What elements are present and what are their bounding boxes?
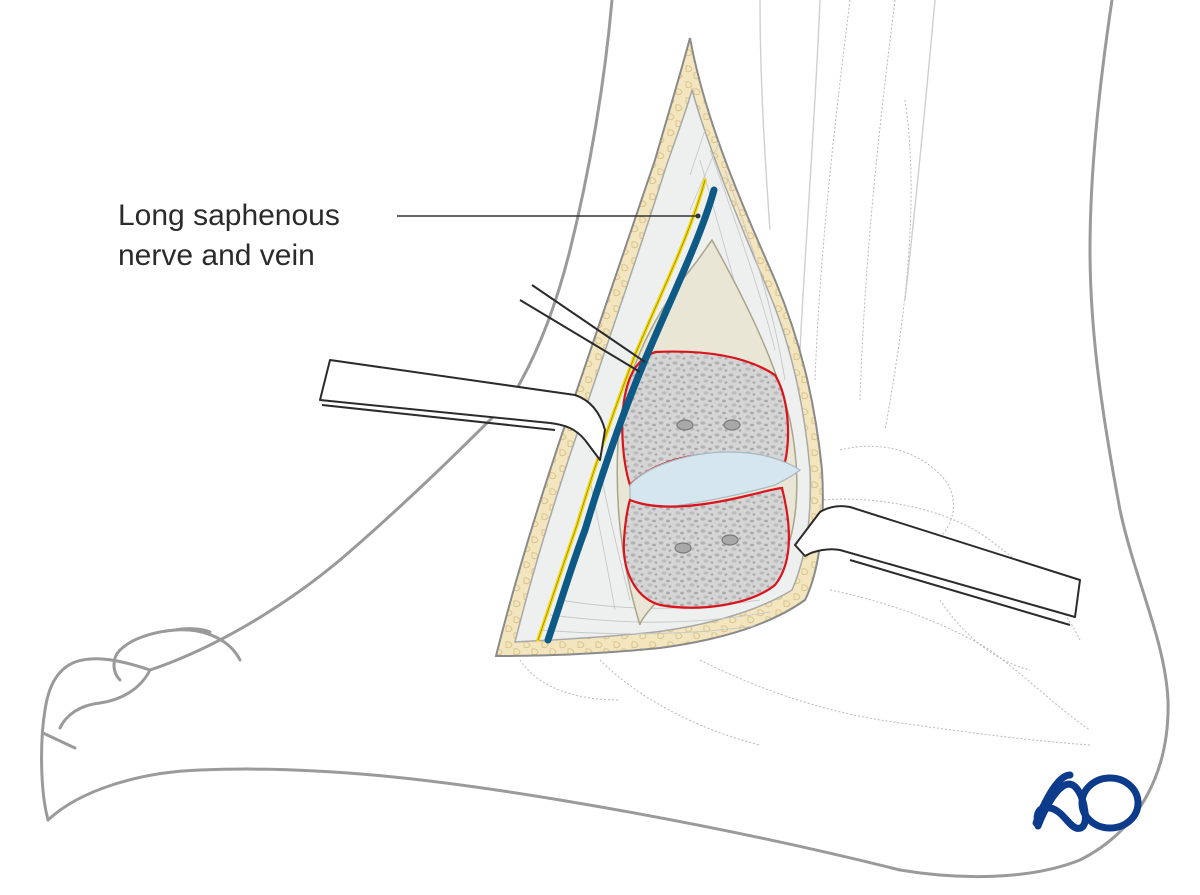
label-line-2: nerve and vein [118, 239, 315, 272]
retractor-left [319, 359, 606, 461]
ao-logo [1032, 771, 1142, 832]
surgical-incision [494, 37, 824, 658]
retractor-upper [519, 284, 646, 373]
leader-dot [695, 213, 701, 219]
nerve-vein-label: Long saphenous nerve and vein [118, 196, 340, 276]
retractor-right [794, 505, 1081, 626]
underlying-bones [519, 0, 1091, 746]
label-line-1: Long saphenous [118, 199, 340, 232]
